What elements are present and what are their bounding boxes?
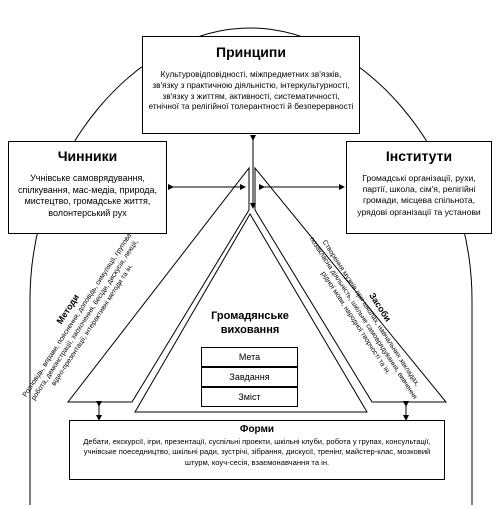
- principles-box: Принципи Культуровідповідності, міжпредм…: [142, 36, 360, 134]
- forms-box: Форми Дебати, екскурсії, ігри, презентац…: [69, 420, 445, 480]
- goal-box: Мета: [201, 347, 298, 367]
- factors-title: Чинники: [57, 148, 118, 164]
- content-box: Зміст: [201, 387, 298, 407]
- principles-text: Культуровідповідності, міжпредметних зв'…: [148, 69, 354, 112]
- tasks-box: Завдання: [201, 367, 298, 387]
- factors-box: Чинники Учнівське самоврядування, спілку…: [8, 141, 167, 234]
- principles-title: Принципи: [216, 44, 286, 60]
- institutes-title: Інститути: [385, 148, 453, 164]
- inner-triangle: [134, 213, 368, 413]
- forms-title: Форми: [239, 424, 275, 435]
- center-title: Громадянське виховання: [211, 310, 289, 337]
- forms-text: Дебати, екскурсії, ігри, презентації, су…: [83, 437, 431, 467]
- factors-text: Учнівське самоврядування, спілкування, м…: [17, 173, 158, 219]
- institutes-text: Громадські організації, рухи, партії, шк…: [357, 173, 481, 217]
- institutes-box: Інститути Громадські організації, рухи, …: [346, 141, 492, 234]
- methods-band: [66, 166, 250, 403]
